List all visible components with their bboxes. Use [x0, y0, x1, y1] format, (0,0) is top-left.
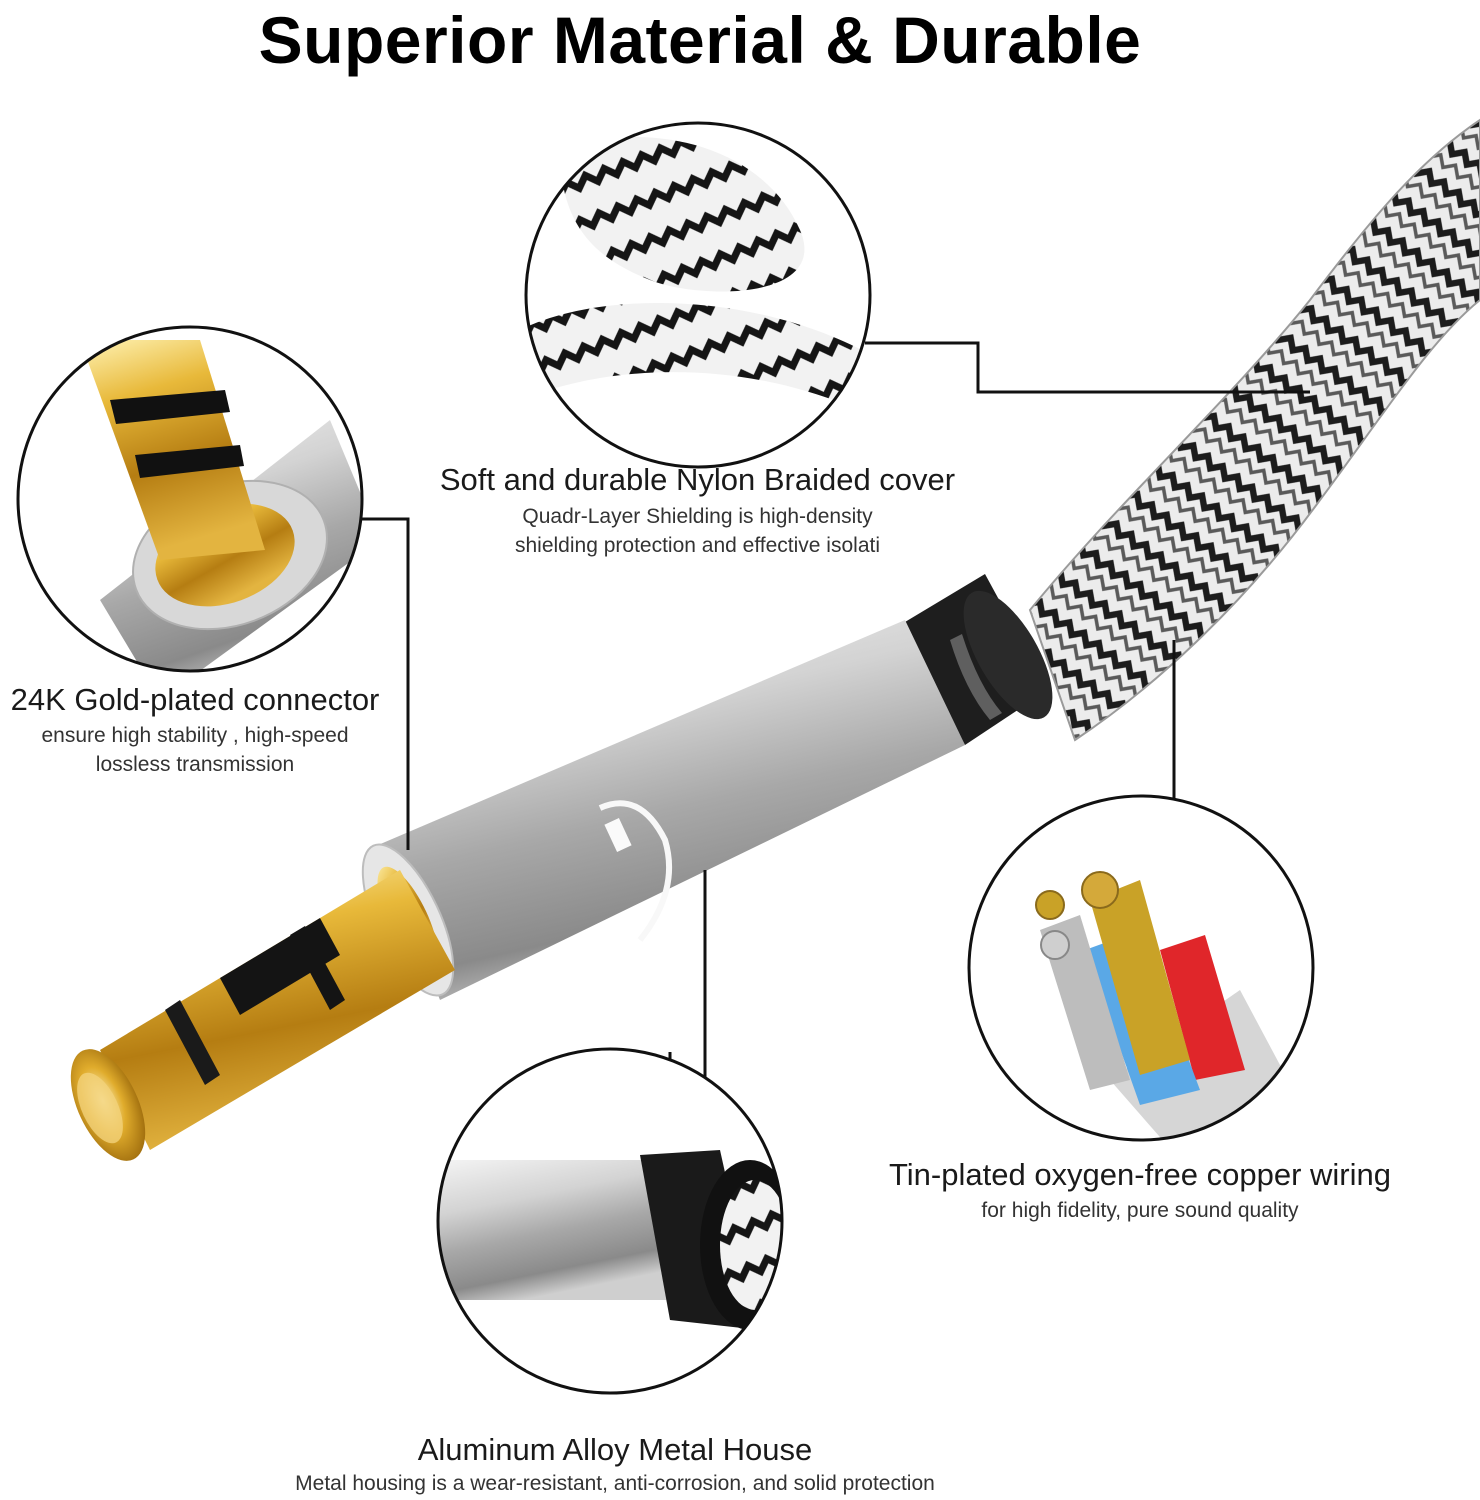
nylon-feature-title: Soft and durable Nylon Braided cover	[439, 462, 956, 497]
copper-wiring-detail	[967, 794, 1315, 1142]
gold-feature-desc-1: ensure high stability , high-speed	[41, 724, 349, 747]
copper-feature-desc-1: for high fidelity, pure sound quality	[981, 1199, 1299, 1222]
gold-connector-detail	[16, 325, 364, 673]
gold-feature-title: 24K Gold-plated connector	[10, 682, 380, 717]
gold-plug	[70, 866, 455, 1161]
aluminum-housing-detail	[436, 1047, 784, 1395]
gold-feature-desc-2: lossless transmission	[95, 753, 295, 776]
aluminum-feature-desc-1: Metal housing is a wear-resistant, anti-…	[295, 1472, 935, 1495]
braided-cable	[1028, 118, 1480, 742]
nylon-braid-detail	[524, 121, 872, 469]
strain-relief	[900, 574, 1053, 745]
aluminum-feature-title: Aluminum Alloy Metal House	[417, 1432, 813, 1467]
copper-feature-title: Tin-plated oxygen-free copper wiring	[889, 1157, 1391, 1192]
nylon-feature-desc-2: shielding protection and effective isola…	[514, 534, 880, 557]
page-title: Superior Material & Durable	[258, 3, 1142, 77]
nylon-feature-desc-1: Quadr-Layer Shielding is high-density	[522, 505, 873, 528]
